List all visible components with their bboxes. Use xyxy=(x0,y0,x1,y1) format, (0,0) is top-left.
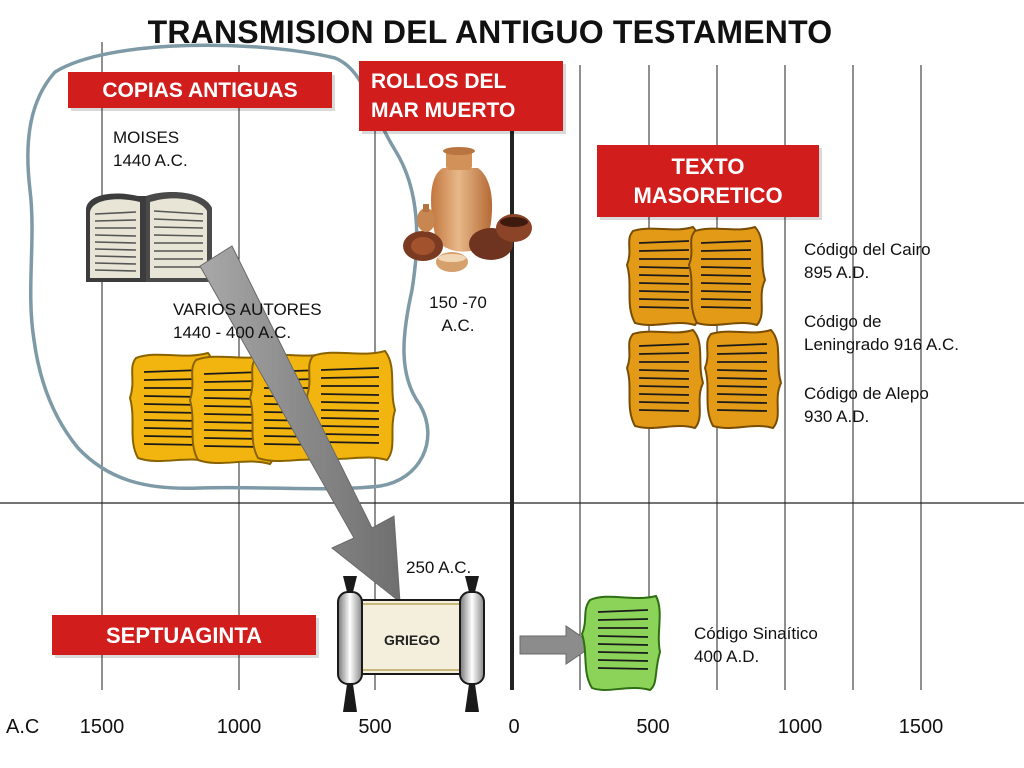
orange-scroll xyxy=(625,225,705,327)
copias-antiguas-label: COPIAS ANTIGUAS xyxy=(68,72,332,108)
codigo-sinaitico-note: Código Sinaítico 400 A.D. xyxy=(694,624,818,666)
griego-label: GRIEGO xyxy=(383,632,440,648)
tick-label: 500 xyxy=(636,716,670,738)
texto-masoretico-label: TEXTO MASORETICO xyxy=(597,145,819,217)
green-scroll-icon xyxy=(580,594,662,692)
copias-antiguas-text: COPIAS ANTIGUAS xyxy=(102,78,298,102)
rollos-mar-muerto-label: ROLLOS DEL MAR MUERTO xyxy=(359,61,563,131)
small-arrow-icon xyxy=(519,625,595,665)
tick-label: 500 xyxy=(358,716,392,738)
big-arrow-icon xyxy=(199,245,401,604)
tick-label: 1000 xyxy=(777,716,823,738)
tick-label: 1000 xyxy=(216,716,262,738)
tick-label: 0 xyxy=(508,716,520,738)
orange-scroll xyxy=(625,328,705,430)
varios-autores-note: VARIOS AUTORES 1440 - 400 A.C. xyxy=(173,300,322,342)
orange-scroll xyxy=(687,225,767,327)
texto-line1: TEXTO xyxy=(671,154,745,179)
page-title: TRANSMISION DEL ANTIGUO TESTAMENTO xyxy=(147,14,833,50)
codigo-alepo-note: Código de Alepo 930 A.D. xyxy=(804,384,929,426)
tick-label: 1500 xyxy=(898,716,944,738)
texto-line2: MASORETICO xyxy=(633,183,783,208)
copias-antiguas-outline xyxy=(26,43,430,491)
orange-scroll xyxy=(703,328,783,430)
axis-era-label: A.C xyxy=(6,716,40,738)
septuaginta-label: SEPTUAGINTA xyxy=(52,615,316,655)
rollos-date-note: 150 -70 A.C. xyxy=(429,293,487,335)
codigo-cairo-note: Código del Cairo 895 A.D. xyxy=(804,240,931,282)
septuaginta-date-note: 250 A.C. xyxy=(406,558,472,577)
rollos-line2: MAR MUERTO xyxy=(371,99,516,122)
rollos-line1: ROLLOS DEL xyxy=(371,70,507,93)
masoretic-scrolls xyxy=(625,225,783,430)
moises-note: MOISES 1440 A.C. xyxy=(113,128,188,170)
tick-label: 1500 xyxy=(79,716,125,738)
septuaginta-text: SEPTUAGINTA xyxy=(105,622,263,648)
codigo-leningrado-note: Código de Leningrado 916 A.C. xyxy=(804,312,960,354)
dead-sea-jars-icon xyxy=(403,147,532,272)
stone-tablets-icon xyxy=(86,192,212,282)
septuagint-scroll-icon xyxy=(337,576,485,712)
gold-scroll xyxy=(305,349,397,462)
